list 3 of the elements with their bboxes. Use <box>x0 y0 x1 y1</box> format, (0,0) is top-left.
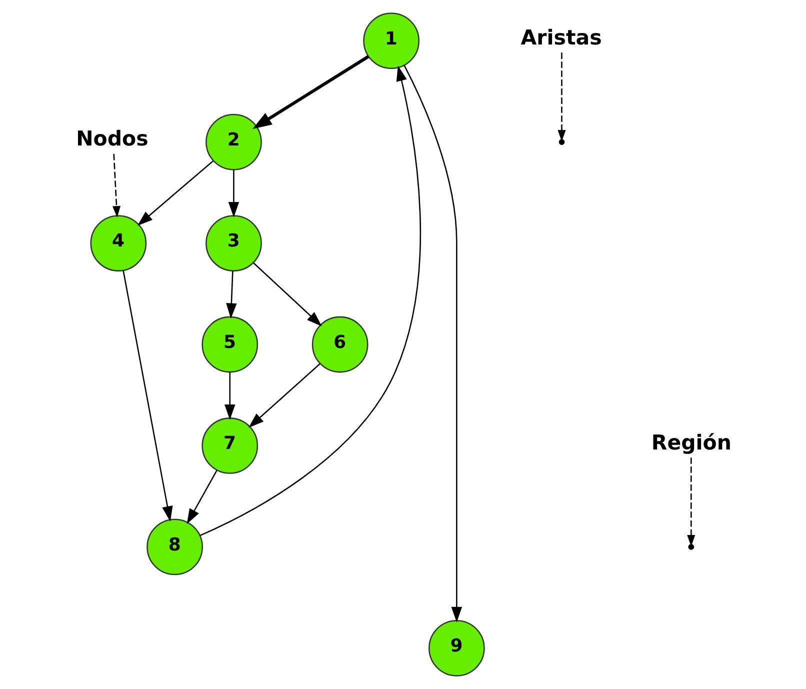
node-text: Región <box>650 430 732 454</box>
node-text: Nodos <box>76 126 148 151</box>
node-text: Aristas <box>520 25 602 50</box>
